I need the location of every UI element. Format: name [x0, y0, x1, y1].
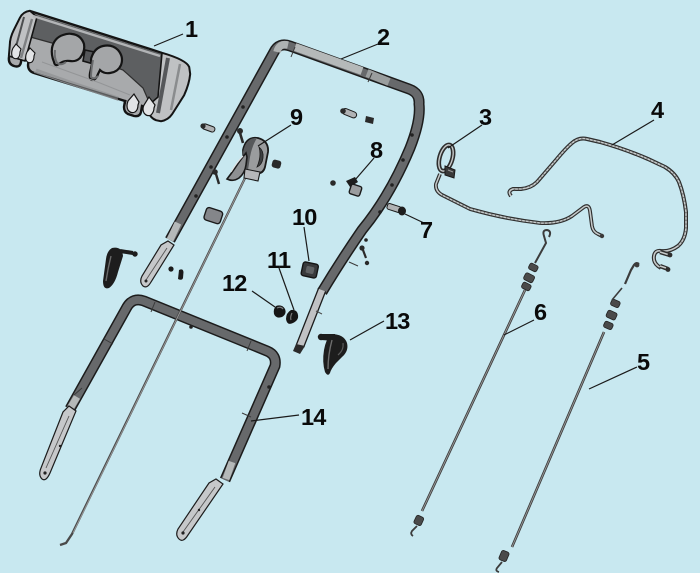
svg-text:12: 12 — [222, 270, 247, 296]
svg-text:2: 2 — [377, 24, 390, 50]
svg-text:8: 8 — [370, 137, 383, 163]
svg-text:10: 10 — [292, 204, 317, 230]
svg-text:4: 4 — [651, 97, 664, 123]
svg-text:14: 14 — [301, 404, 326, 430]
svg-text:11: 11 — [267, 247, 291, 273]
svg-text:5: 5 — [637, 349, 650, 375]
svg-text:1: 1 — [185, 16, 198, 42]
svg-text:13: 13 — [385, 308, 410, 334]
svg-text:9: 9 — [290, 104, 303, 130]
svg-text:7: 7 — [420, 217, 433, 243]
svg-text:3: 3 — [479, 104, 492, 130]
svg-text:6: 6 — [534, 299, 547, 325]
